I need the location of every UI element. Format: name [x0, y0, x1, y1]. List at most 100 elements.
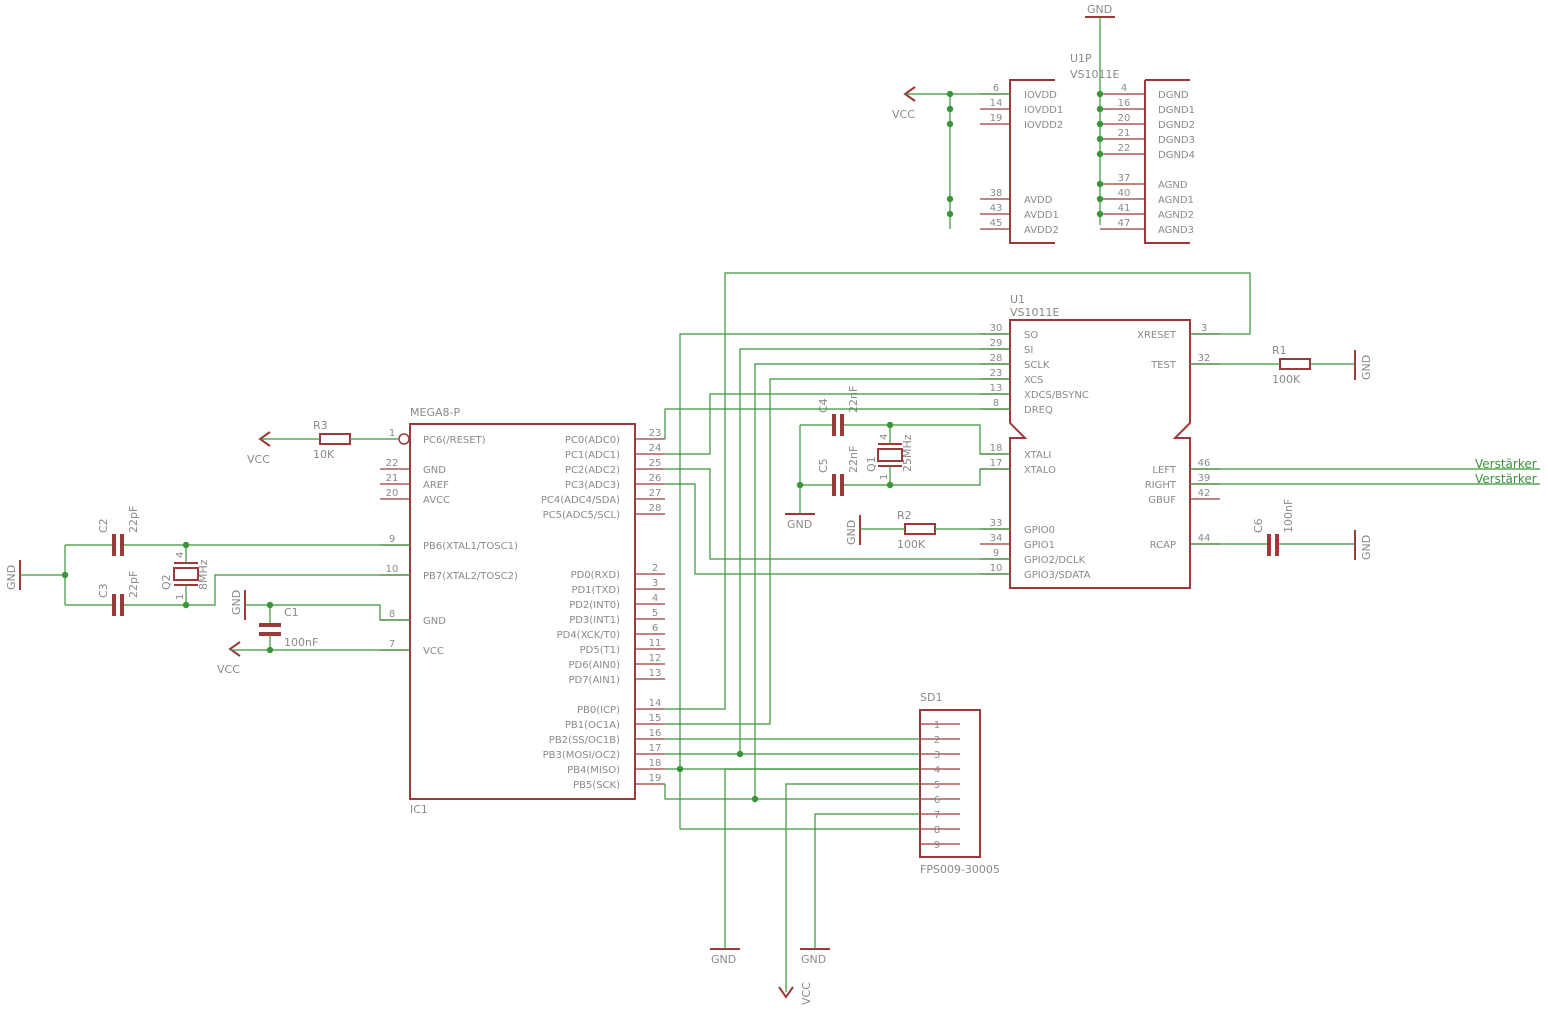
- u1-right-pin-name: RCAP: [1150, 540, 1176, 551]
- gnd-symbol-bottom-1: GND: [710, 948, 740, 966]
- c4-ref: C4: [817, 398, 830, 413]
- ic1-right-pin-name: PB3(MOSI/OC2): [543, 750, 621, 761]
- sd1-pin-number: 9: [934, 840, 940, 851]
- ic1-right-pin-number: 15: [649, 713, 662, 724]
- u1-right-pin-name: RIGHT: [1145, 480, 1177, 491]
- ic1-body: [409, 423, 636, 800]
- wire-junction: [1096, 105, 1104, 113]
- gnd-r2-label: GND: [845, 520, 858, 545]
- q1-pin-bottom: 1: [879, 474, 890, 480]
- u1-left-pin-name: XTALI: [1024, 450, 1051, 461]
- wire-junction: [796, 481, 804, 489]
- net-label-right-out: Verstärker: [1475, 472, 1537, 486]
- ic1-right-pin-number: 5: [652, 608, 658, 619]
- c6-plate-a: [1267, 534, 1271, 556]
- ic1-right-pin-number: 14: [649, 698, 662, 709]
- c5-value: 22nF: [847, 446, 860, 473]
- ic1-left-pin-number: 20: [386, 488, 399, 499]
- q1-crystal: 4 1 Q1 25MHz: [865, 434, 914, 480]
- ic1-right-pin-name: PC0(ADC0): [565, 435, 620, 446]
- c4-plate-b: [840, 414, 844, 436]
- u1-right-pin-number: 42: [1198, 488, 1211, 499]
- ic1-right-pin-number: 25: [649, 458, 662, 469]
- sd1-pin-number: 6: [934, 795, 940, 806]
- u1-left-pin-name: GPIO3/SDATA: [1024, 570, 1091, 581]
- c5-plate-b: [840, 474, 844, 496]
- wire-junction: [736, 750, 744, 758]
- c1-plate-b: [259, 632, 281, 636]
- ic1-right-pin-number: 4: [652, 593, 658, 604]
- u1p-right-pin-name: DGND1: [1158, 105, 1195, 116]
- ic1-right-pin-name: PB2(SS/OC1B): [549, 735, 620, 746]
- net-label-left-out: Verstärker: [1475, 457, 1537, 471]
- wire-junction: [1096, 210, 1104, 218]
- ic1-right-pin-name: PB1(OC1A): [565, 720, 620, 731]
- wire-junction: [946, 195, 954, 203]
- ic1-right-pin-number: 23: [649, 428, 662, 439]
- u1p-ref: U1P: [1070, 52, 1092, 65]
- sd1-ref: SD1: [920, 691, 942, 704]
- gnd-xtal-label: GND: [787, 518, 812, 531]
- u1-right-pin-name: XRESET: [1137, 330, 1177, 341]
- ic1-right-pin-number: 28: [649, 503, 662, 514]
- wire-junction: [946, 120, 954, 128]
- u1p-left-pin-number: 6: [993, 83, 999, 94]
- wire: [814, 813, 920, 949]
- c5-ref: C5: [817, 458, 830, 473]
- wire-junction: [946, 90, 954, 98]
- ic1-left-pin-name: AVCC: [423, 495, 450, 506]
- r3-ref: R3: [313, 419, 328, 432]
- u1p-right-pin-name: DGND3: [1158, 135, 1195, 146]
- gnd-bottom-2-label: GND: [801, 953, 826, 966]
- q2-ref: Q2: [160, 574, 173, 590]
- c4-plate-a: [832, 414, 836, 436]
- q2-body: [173, 567, 199, 581]
- ic1-right-pin-name: PD4(XCK/T0): [557, 630, 620, 641]
- ic1-right-pin-number: 24: [649, 443, 662, 454]
- wire-junction: [182, 601, 190, 609]
- wire-junction: [1096, 120, 1104, 128]
- ic1-right-pin-number: 11: [649, 638, 662, 649]
- u1p-symbol: U1P VS1011E 6IOVDD14IOVDD119IOVDD238AVDD…: [892, 3, 1195, 244]
- u1p-right-pin-name: AGND2: [1158, 210, 1194, 221]
- u1p-left-pin-name: AVDD2: [1024, 225, 1059, 236]
- ic1-left-pin-name: PB7(XTAL2/TOSC2): [423, 571, 518, 582]
- u1p-right-pin-name: AGND3: [1158, 225, 1194, 236]
- wire-junction: [946, 105, 954, 113]
- ic1-right-pin-name: PD7(AIN1): [568, 675, 620, 686]
- wire: [665, 348, 1010, 755]
- u1-left-pin-number: 29: [990, 338, 1003, 349]
- gnd-symbol-bottom-2: GND: [800, 948, 830, 966]
- wire: [124, 574, 410, 606]
- gnd-symbol-c6: GND: [1354, 530, 1373, 560]
- gnd-symbol-r2: GND: [845, 515, 861, 545]
- u1-right-pin-name: GBUF: [1148, 495, 1176, 506]
- wire-junction: [886, 481, 894, 489]
- c6-ref: C6: [1252, 518, 1265, 533]
- u1-left-pin-number: 23: [990, 368, 1003, 379]
- wire-junction: [266, 646, 274, 654]
- wire-junction: [1096, 150, 1104, 158]
- u1-left-pin-number: 33: [990, 518, 1003, 529]
- r3-body: [319, 433, 351, 445]
- u1p-right-pin-name: AGND1: [1158, 195, 1194, 206]
- reset-inversion-bubble: [398, 433, 410, 445]
- q2-value: 8MHz: [197, 559, 210, 590]
- wire: [724, 768, 920, 949]
- u1-right-pin-number: 46: [1198, 458, 1211, 469]
- ic1-left-pin-number: 10: [386, 564, 399, 575]
- sd1-value: FPS009-30005: [920, 863, 1000, 876]
- ic1-value: MEGA8-P: [410, 406, 460, 419]
- sd1-pin-number: 5: [934, 780, 940, 791]
- u1-left-pin-name: SI: [1024, 345, 1033, 356]
- u1p-left-pin-number: 38: [990, 188, 1003, 199]
- u1-left-pin-number: 18: [990, 443, 1003, 454]
- c2-value: 22pF: [127, 506, 140, 533]
- vcc-label-u1p: VCC: [892, 108, 915, 121]
- ic1-right-pin-name: PB5(SCK): [573, 780, 620, 791]
- gnd-bottom-1-label: GND: [711, 953, 736, 966]
- q1-pin-top: 4: [879, 434, 890, 440]
- wire-junction: [676, 765, 684, 773]
- ic1-right-pin-number: 26: [649, 473, 662, 484]
- wire-junction: [1096, 90, 1104, 98]
